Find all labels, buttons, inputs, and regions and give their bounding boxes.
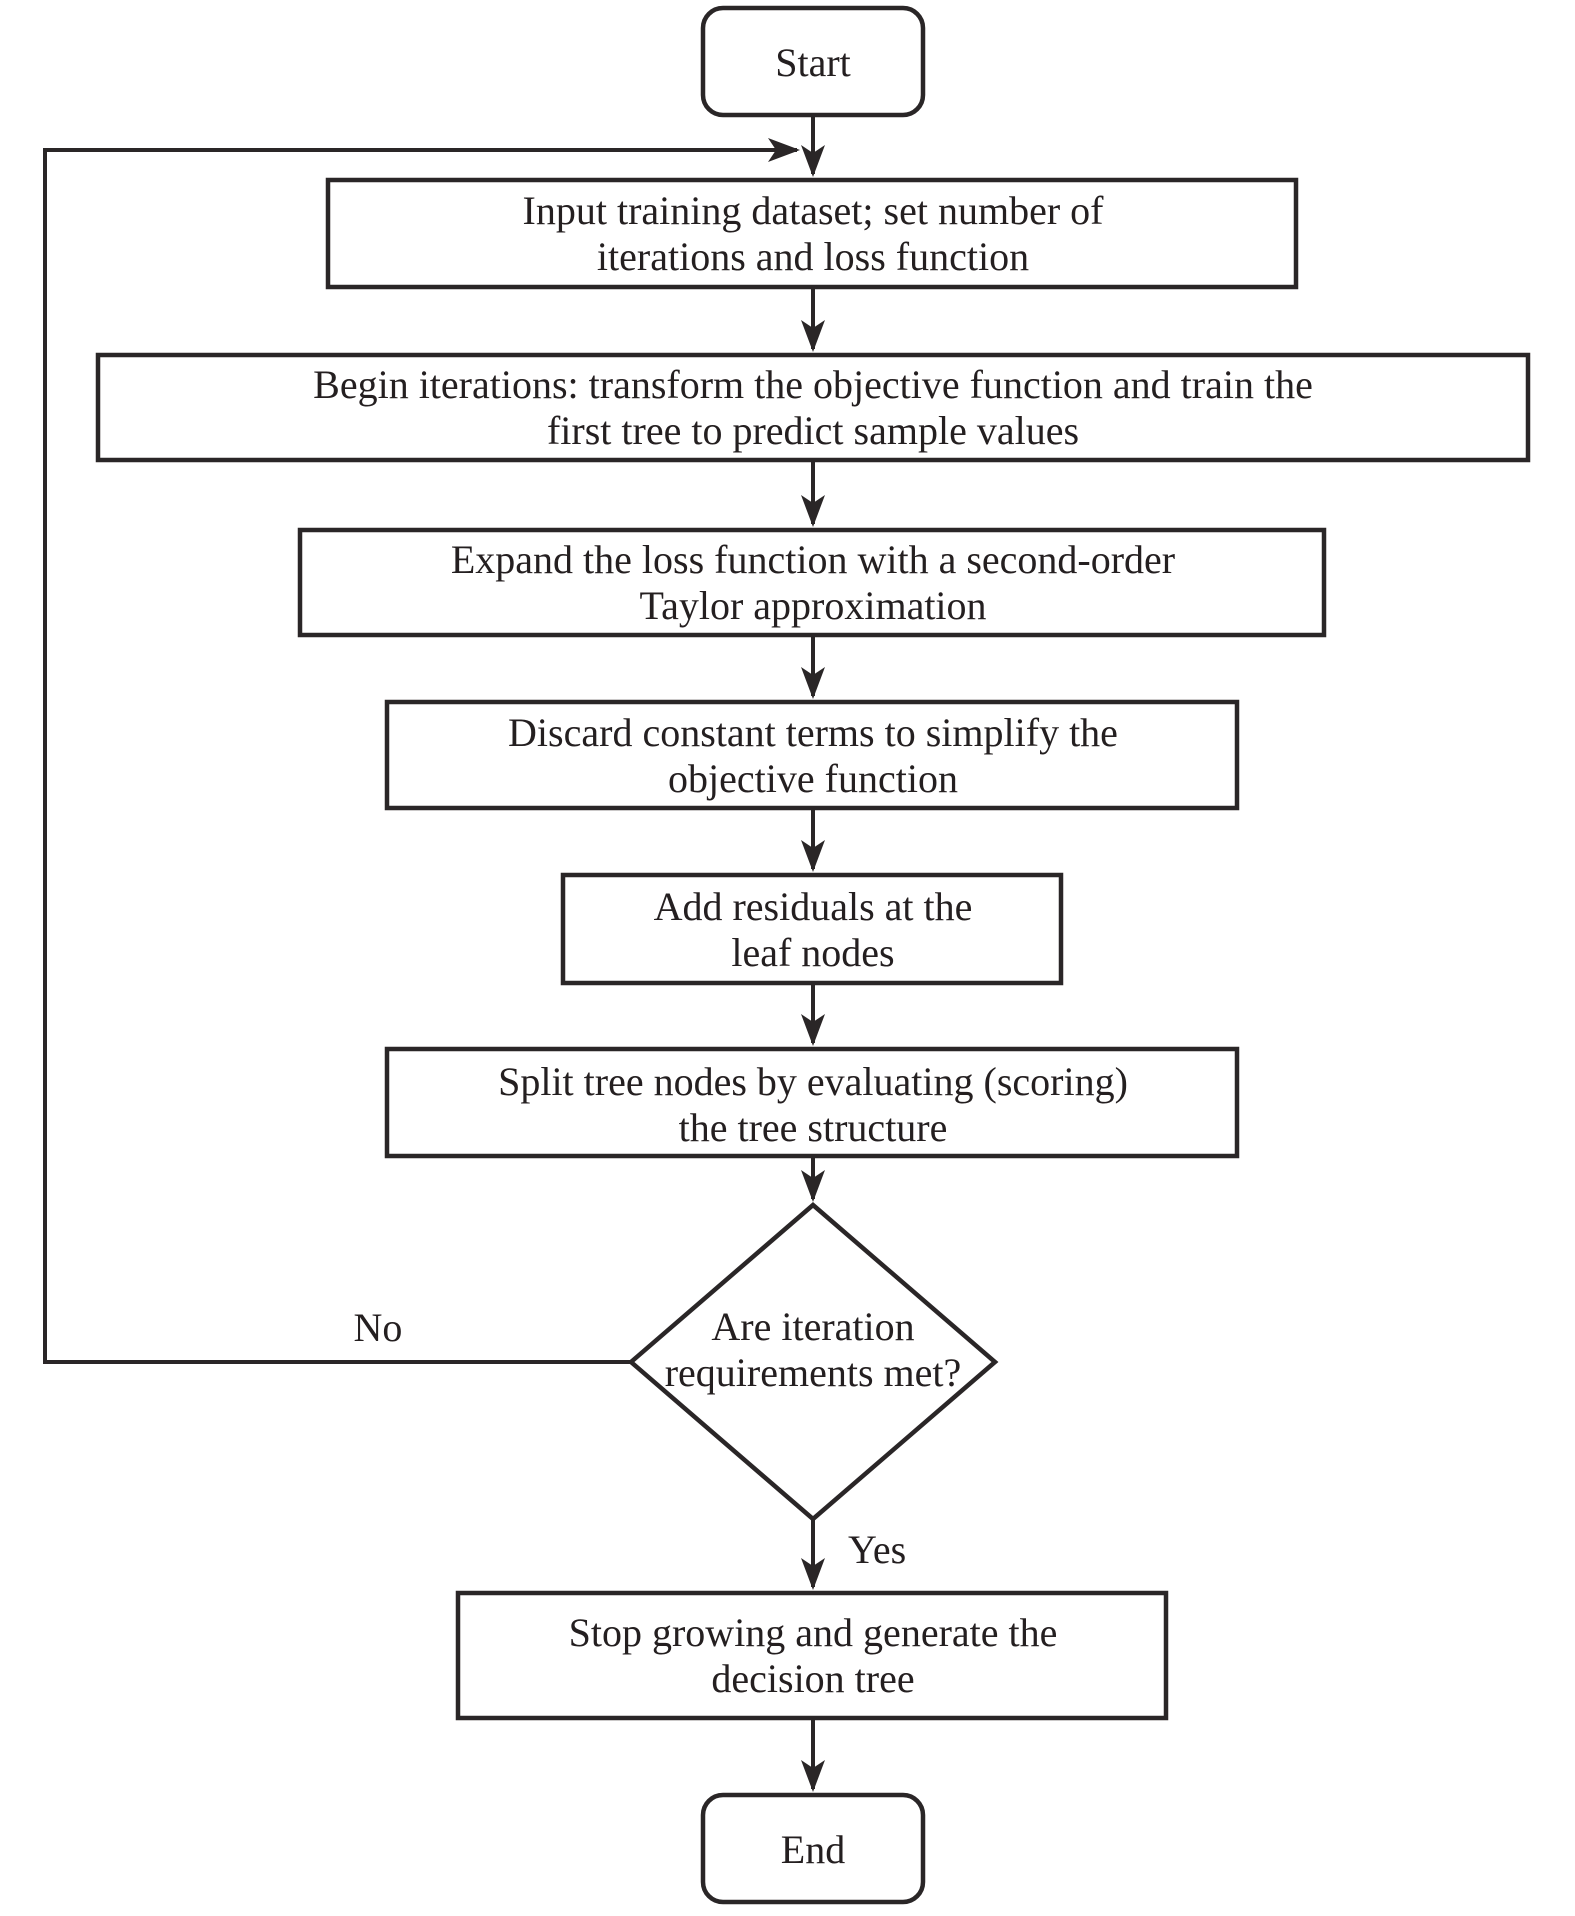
node-split-nodes-line1: Split tree nodes by evaluating (scoring) [498,1059,1128,1104]
node-start-shape [700,5,926,118]
node-stop-growing: Stop growing and generate the decision t… [455,1590,1169,1721]
node-discard-terms-shape [384,699,1240,811]
node-input-training-line2: iterations and loss function [597,234,1029,279]
node-input-training-line1: Input training dataset; set number of [523,188,1105,233]
node-split-nodes-shape [384,1046,1240,1159]
edge-label-no: No [354,1305,403,1350]
node-end-shape [700,1792,926,1905]
node-decision-iterations-shape [627,1202,999,1522]
node-expand-loss-line2: Taylor approximation [639,583,986,628]
node-stop-growing-line1: Stop growing and generate the [569,1610,1058,1655]
node-input-training-shape [325,177,1299,290]
node-end-label: End [781,1827,845,1872]
node-start: Start [700,5,926,118]
node-add-residuals-line2: leaf nodes [731,930,894,975]
node-discard-terms-line2: objective function [668,756,958,801]
node-decision-iterations-line2: requirements met? [665,1350,962,1395]
node-discard-terms: Discard constant terms to simplify the o… [384,699,1240,811]
node-decision-iterations-line1: Are iteration [711,1304,914,1349]
node-split-nodes-line2: the tree structure [679,1105,948,1150]
node-split-nodes: Split tree nodes by evaluating (scoring)… [384,1046,1240,1159]
node-discard-terms-line1: Discard constant terms to simplify the [508,710,1118,755]
edge-no-loop [43,138,800,1364]
node-stop-growing-line2: decision tree [711,1656,914,1701]
node-expand-loss-line1: Expand the loss function with a second-o… [451,537,1175,582]
node-begin-iterations-line2: first tree to predict sample values [547,408,1079,453]
node-add-residuals-shape [560,872,1064,986]
node-expand-loss: Expand the loss function with a second-o… [297,527,1327,638]
node-end: End [700,1792,926,1905]
node-expand-loss-shape [297,527,1327,638]
node-begin-iterations: Begin iterations: transform the objectiv… [95,352,1531,463]
node-add-residuals: Add residuals at the leaf nodes [560,872,1064,986]
node-begin-iterations-line1: Begin iterations: transform the objectiv… [313,362,1313,407]
node-begin-iterations-shape [95,352,1531,463]
node-input-training: Input training dataset; set number of it… [325,177,1299,290]
node-stop-growing-shape [455,1590,1169,1721]
node-add-residuals-line1: Add residuals at the [654,884,973,929]
node-start-label: Start [775,40,851,85]
node-decision-iterations: Are iteration requirements met? [627,1202,999,1522]
edge-label-yes: Yes [848,1527,906,1572]
